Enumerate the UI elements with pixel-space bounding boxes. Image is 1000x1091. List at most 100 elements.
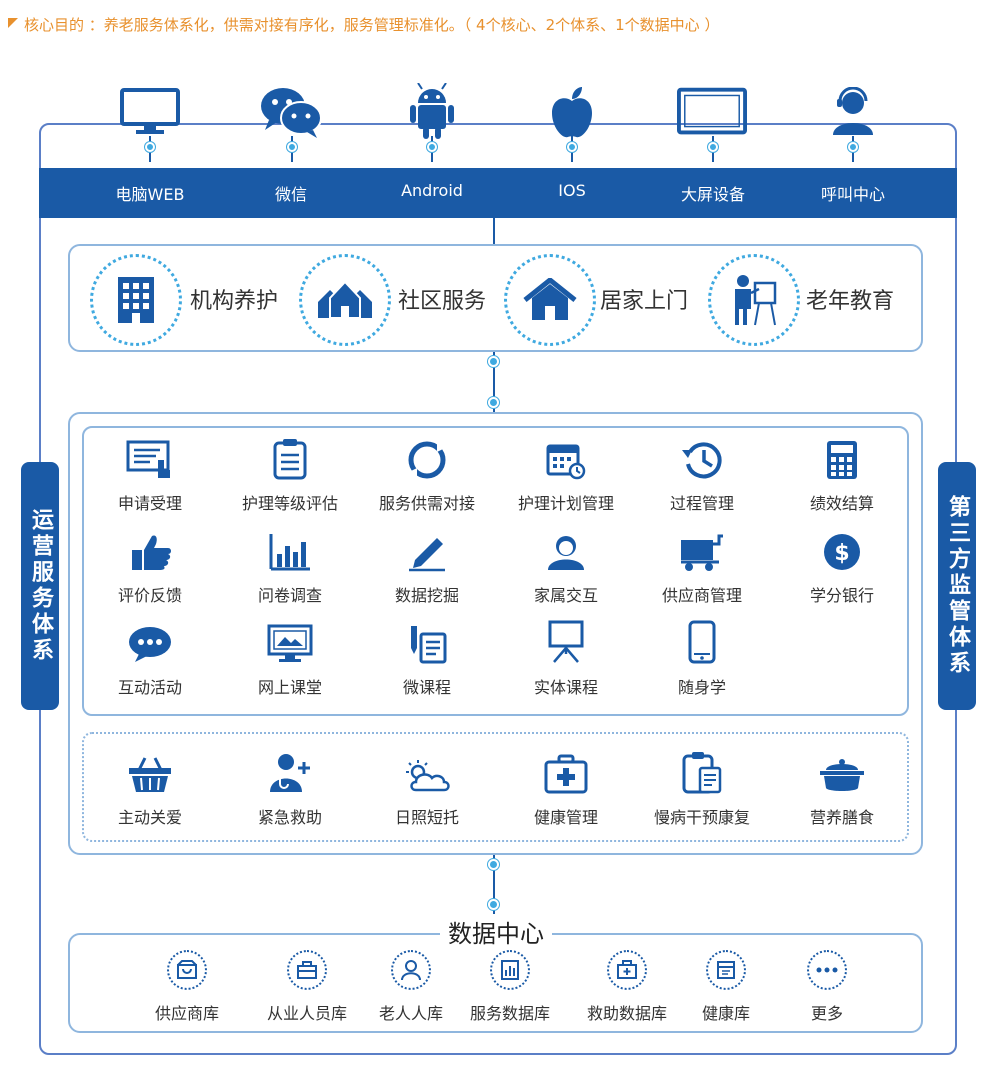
mobile-icon <box>632 616 772 664</box>
sun-cloud-icon <box>357 746 497 794</box>
function-label: 护理计划管理 <box>517 494 614 513</box>
dollar-icon: $ <box>772 524 912 572</box>
rescue-db-icon <box>607 950 647 990</box>
function-item: 家属交互 <box>496 524 636 606</box>
data-center-label: 服务数据库 <box>469 1004 550 1023</box>
care-label: 日照短托 <box>394 808 459 827</box>
care-item: 日照短托 <box>357 746 497 828</box>
care-item: 紧急救助 <box>220 746 360 828</box>
function-item: 网上课堂 <box>220 616 360 698</box>
pencil-icon <box>357 524 497 572</box>
chat-icon <box>80 616 220 664</box>
connector-dot <box>287 142 297 152</box>
building-icon <box>90 254 182 346</box>
connector-line <box>493 352 495 412</box>
thumbs-up-icon <box>80 524 220 572</box>
elder-db-icon <box>391 950 431 990</box>
svg-text:$: $ <box>834 541 849 566</box>
care-label: 紧急救助 <box>257 808 322 827</box>
care-label: 慢病干预康复 <box>653 808 750 827</box>
function-item: 护理等级评估 <box>220 432 360 514</box>
function-label: 服务供需对接 <box>378 494 475 513</box>
medical-kit-icon <box>496 746 636 794</box>
connector-dot <box>427 142 437 152</box>
doctor-icon <box>220 746 360 794</box>
top-note: 核心目的 ：养老服务体系化，供需对接有序化，服务管理标准化。（ 4个核心、2个体… <box>8 14 719 35</box>
function-item: 互动活动 <box>80 616 220 698</box>
side-label-left: 运营服务体系 <box>21 462 59 710</box>
function-label: 实体课程 <box>533 678 598 697</box>
platform-label: 电脑WEB <box>115 185 185 204</box>
function-item: 绩效结算 <box>772 432 912 514</box>
data-center-item: 更多 <box>767 950 887 1024</box>
micro-course-icon <box>357 616 497 664</box>
service-label: 老年教育 <box>806 289 895 314</box>
clipboard-icon <box>220 432 360 480</box>
easel-icon <box>496 616 636 664</box>
data-center-title: 数据中心 <box>440 914 552 949</box>
data-center-label: 老人人库 <box>378 1004 443 1023</box>
call-center-icon <box>818 82 888 142</box>
service-db-icon <box>490 950 530 990</box>
function-item: 过程管理 <box>632 432 772 514</box>
platform-bar <box>39 168 957 218</box>
care-label: 主动关爱 <box>117 808 182 827</box>
connector-dot <box>488 397 499 408</box>
care-item: 主动关爱 <box>80 746 220 828</box>
function-grid <box>82 426 909 716</box>
data-center-label: 健康库 <box>701 1004 750 1023</box>
platform-label: 大屏设备 <box>680 185 745 204</box>
platform-label: 呼叫中心 <box>820 185 885 204</box>
calendar-icon <box>496 432 636 480</box>
function-item: 问卷调查 <box>220 524 360 606</box>
function-area <box>68 412 923 855</box>
function-item: 申请受理 <box>80 432 220 514</box>
connector-dot <box>567 142 577 152</box>
platform-label: IOS <box>558 181 586 200</box>
function-label: 数据挖掘 <box>394 586 459 605</box>
platform-label: 微信 <box>274 185 307 204</box>
function-label: 绩效结算 <box>809 494 874 513</box>
calculator-icon <box>772 432 912 480</box>
data-center-item: 供应商库 <box>127 950 247 1024</box>
function-label: 过程管理 <box>669 494 734 513</box>
data-center-item: 健康库 <box>666 950 786 1024</box>
pot-icon <box>772 746 912 794</box>
function-label: 问卷调查 <box>257 586 322 605</box>
service-box <box>68 244 923 352</box>
top-note-text: 核心目的 ：养老服务体系化，供需对接有序化，服务管理标准化。（ 4个核心、2个体… <box>24 16 720 34</box>
application-icon <box>80 432 220 480</box>
android-icon <box>397 82 467 142</box>
connector-dot <box>488 859 499 870</box>
history-icon <box>632 432 772 480</box>
function-item: 护理计划管理 <box>496 432 636 514</box>
function-item: $ 学分银行 <box>772 524 912 606</box>
care-item: 营养膳食 <box>772 746 912 828</box>
care-grid <box>82 732 909 842</box>
function-item: 评价反馈 <box>80 524 220 606</box>
function-label: 护理等级评估 <box>241 494 338 513</box>
function-item: 服务供需对接 <box>357 432 497 514</box>
side-label-right: 第三方监管体系 <box>938 462 976 710</box>
function-label: 学分银行 <box>809 586 874 605</box>
medical-record-icon <box>632 746 772 794</box>
function-label: 网上课堂 <box>257 678 322 697</box>
function-label: 随身学 <box>677 678 726 697</box>
wechat-icon <box>256 82 326 142</box>
connector-dot <box>848 142 858 152</box>
service-label: 机构养护 <box>190 289 279 314</box>
care-label: 健康管理 <box>533 808 598 827</box>
teacher-icon <box>708 254 800 346</box>
data-center-label: 更多 <box>810 1004 843 1023</box>
cart-icon <box>632 524 772 572</box>
care-item: 慢病干预康复 <box>632 746 772 828</box>
data-center-label: 救助数据库 <box>586 1004 667 1023</box>
function-item: 随身学 <box>632 616 772 698</box>
monitor-icon <box>115 82 185 142</box>
large-screen-icon <box>677 82 747 142</box>
connector-dot <box>488 899 499 910</box>
platform-label: Android <box>401 181 463 200</box>
apple-icon <box>537 82 607 142</box>
data-center-item: 服务数据库 <box>450 950 570 1024</box>
function-label: 申请受理 <box>117 494 182 513</box>
